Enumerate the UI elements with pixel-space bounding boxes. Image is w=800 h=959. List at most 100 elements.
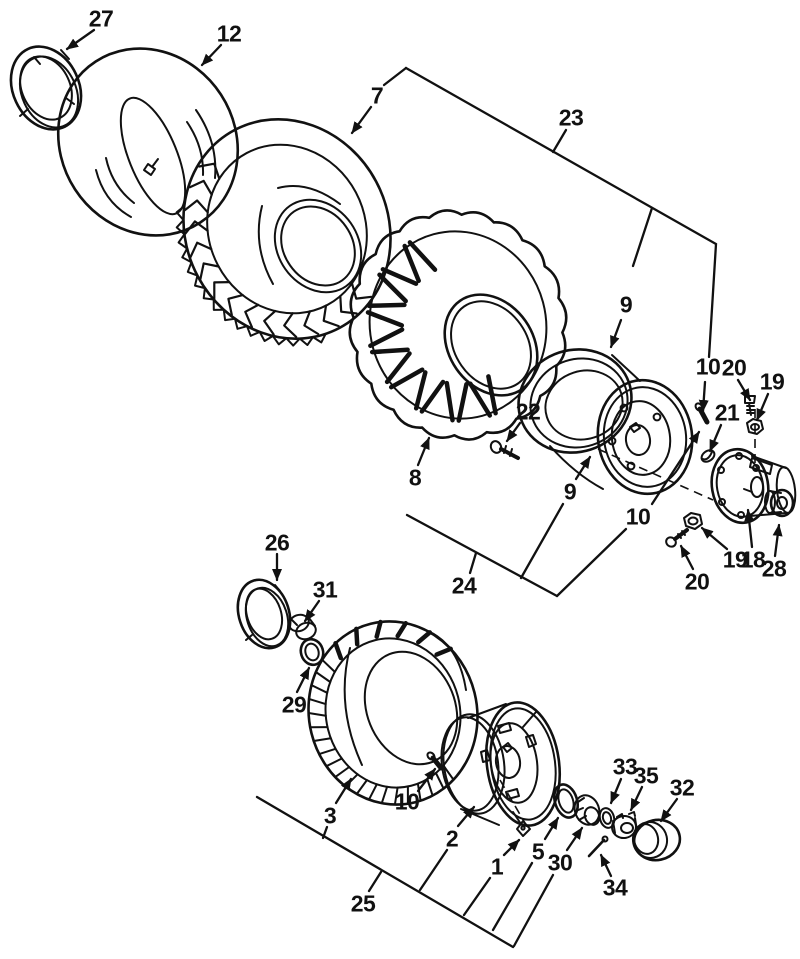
tread-mark <box>419 379 446 414</box>
tread-mark <box>354 626 360 647</box>
tread-mark <box>369 347 410 355</box>
clip-1-art <box>516 820 531 837</box>
leader-line-10 <box>698 380 709 413</box>
tread-mark <box>377 272 408 304</box>
leader-line-10 <box>416 767 437 793</box>
hub-cap-28-art <box>764 488 795 518</box>
tread-mark <box>434 772 445 790</box>
part-number-label-23: 23 <box>559 104 584 130</box>
tread-mark <box>181 247 193 264</box>
leader-line-28 <box>772 523 783 558</box>
assembly-group-line-layer <box>255 66 718 949</box>
tread-mark <box>198 162 221 180</box>
part-number-label-1: 1 <box>491 853 504 879</box>
tread-mark <box>213 281 231 300</box>
tread-mark <box>434 646 453 657</box>
tread-mark <box>388 367 425 390</box>
tread-mark <box>186 261 199 277</box>
part-number-label-26: 26 <box>265 529 290 555</box>
tread-mark <box>303 310 320 336</box>
tread-mark <box>263 310 277 336</box>
tread-mark <box>184 220 209 235</box>
part-number-label-29: 29 <box>282 691 307 717</box>
part-number-label-25: 25 <box>351 890 376 916</box>
bolt-20-bottom-art <box>665 528 689 548</box>
leader-line-20 <box>679 544 695 571</box>
tread-mark <box>395 620 408 639</box>
tread-mark <box>194 274 206 290</box>
leader-line-2 <box>456 805 476 828</box>
leader-line-7 <box>382 66 408 87</box>
bolt-20-top-art <box>744 395 756 416</box>
leader-line-10 <box>555 527 628 598</box>
leader-line-12 <box>200 43 223 67</box>
leader-line-34 <box>599 853 613 878</box>
tread-mark <box>348 209 568 441</box>
leader-line-3 <box>321 825 329 840</box>
leader-line-22 <box>505 421 522 443</box>
leader-line-18 <box>744 508 755 549</box>
tread-mark <box>318 747 337 756</box>
leader-line-30 <box>512 873 555 948</box>
part-number-label-3: 3 <box>324 802 336 828</box>
part-number-label-27: 27 <box>89 5 114 31</box>
leader-line-10 <box>650 430 701 506</box>
part-number-label-31: 31 <box>313 576 338 602</box>
part-number-label-9: 9 <box>620 291 632 317</box>
tire-3-art <box>307 619 479 806</box>
tread-mark <box>271 335 288 346</box>
part-number-label-9: 9 <box>564 478 576 504</box>
tread-mark <box>199 262 220 281</box>
tread-mark <box>244 303 260 329</box>
leader-line-25 <box>367 870 383 893</box>
tire-8-art <box>348 209 568 441</box>
tread-mark <box>298 336 314 346</box>
retaining-ring-27-art <box>9 45 83 131</box>
part-number-label-2: 2 <box>446 825 458 851</box>
tread-mark <box>177 233 189 250</box>
retaining-ring-26-art <box>236 578 292 650</box>
part-number-label-34: 34 <box>603 874 628 900</box>
part-number-label-19: 19 <box>760 368 785 394</box>
part-number-label-35: 35 <box>634 762 659 788</box>
tread-mark <box>312 737 332 742</box>
leader-line-5 <box>543 816 560 841</box>
leader-line-30 <box>565 826 584 852</box>
tread-mark <box>393 786 399 806</box>
tread-mark <box>416 630 433 645</box>
seal-5-art <box>552 783 580 819</box>
rim-2-art <box>440 701 561 827</box>
bearing-30-art <box>573 794 601 826</box>
part-number-label-5: 5 <box>532 838 545 864</box>
tire-3-tread <box>307 619 455 806</box>
tread-mark <box>175 219 186 236</box>
leader-line-1 <box>502 838 521 857</box>
tread-mark <box>314 671 332 683</box>
part-number-label-7: 7 <box>371 82 383 108</box>
leader-line-9 <box>519 502 565 580</box>
leader-line-8 <box>416 436 431 467</box>
tread-mark <box>227 294 244 316</box>
tread-mark <box>258 330 274 342</box>
tread-mark <box>368 327 405 348</box>
tread-mark <box>456 382 469 423</box>
tread-mark <box>188 179 213 196</box>
part-number-label-10: 10 <box>395 788 420 814</box>
tread-mark <box>285 337 301 347</box>
leader-line-21 <box>708 423 723 453</box>
tread-mark <box>175 205 186 222</box>
lug-stud-10-top-art <box>694 402 710 425</box>
leader-line-33 <box>609 777 623 805</box>
leader-line-24 <box>468 551 478 575</box>
leader-line-1 <box>462 876 492 917</box>
part-number-label-21: 21 <box>715 399 740 425</box>
leader-line-5 <box>491 861 534 932</box>
leader-line-2 <box>418 848 449 892</box>
tread-mark <box>413 370 428 411</box>
part-number-label-20: 20 <box>722 354 747 380</box>
cap-32-art <box>631 818 682 862</box>
assembly-group-line-25 <box>255 795 515 949</box>
tread-mark <box>246 325 261 337</box>
washer-33-art <box>598 807 616 829</box>
